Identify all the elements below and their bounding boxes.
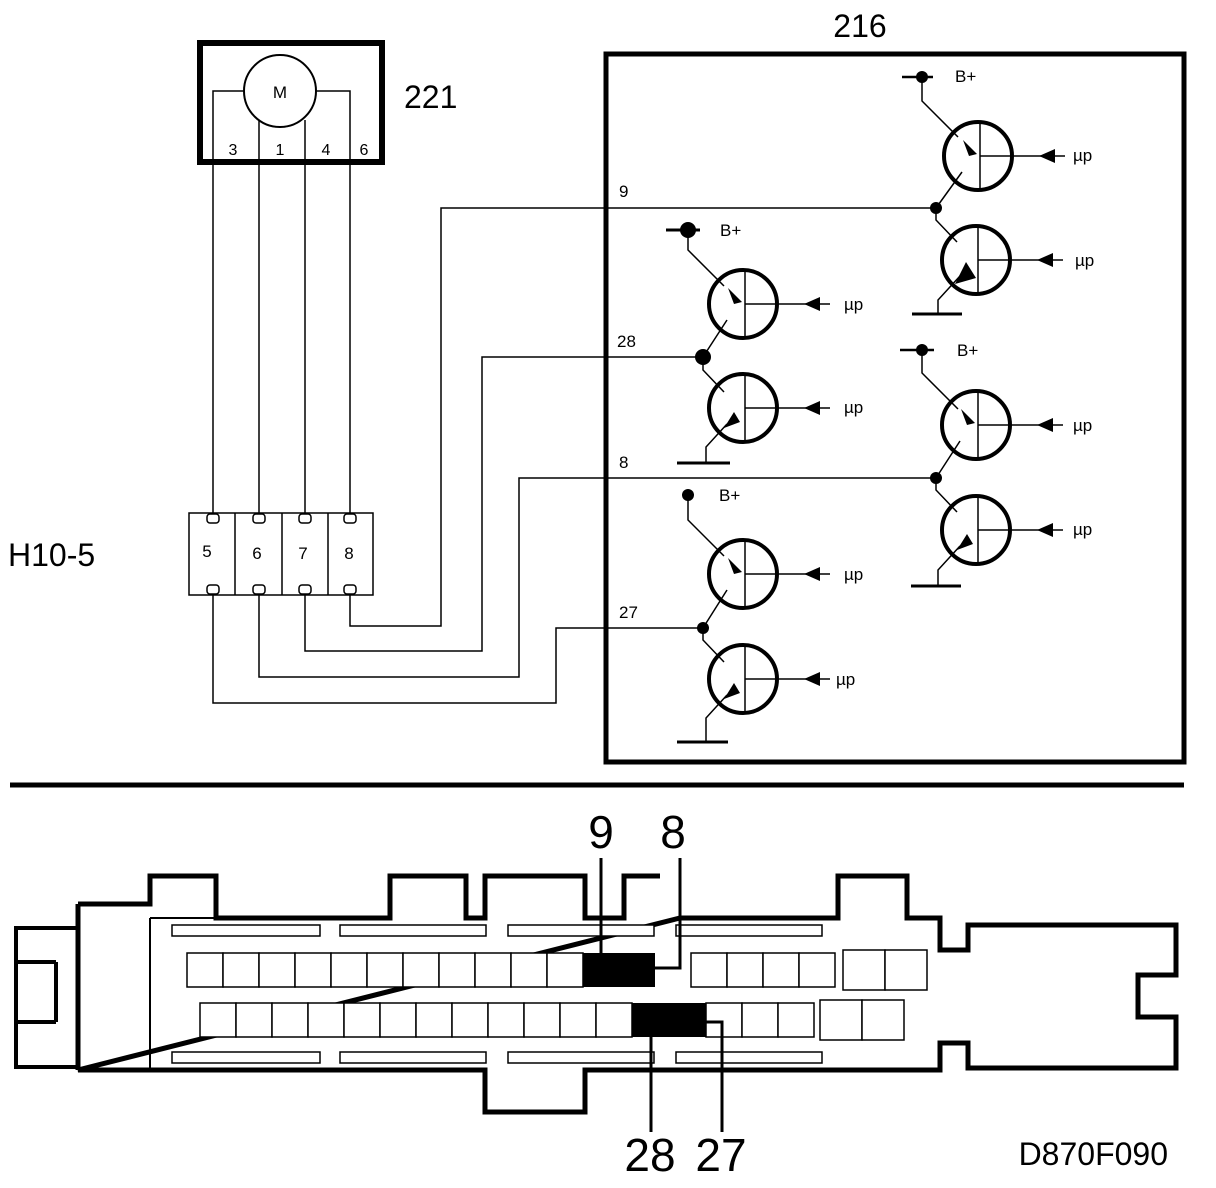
motor-symbol: M (273, 83, 287, 102)
half-bridge-28: B+ µp µp (666, 221, 863, 465)
wire-label: 8 (619, 453, 628, 472)
connector-pin-label: 5 (202, 542, 211, 561)
input-label: µp (1073, 416, 1092, 435)
connector-ref: H10-5 (8, 537, 95, 573)
ecu-connector: 9 8 28 27 (14, 806, 1179, 1181)
supply-label: B+ (719, 486, 740, 505)
half-bridge-9: B+ µp µp (902, 67, 1094, 316)
half-bridge-27: B+ µp µp (677, 486, 863, 744)
pin-callout-27: 27 (695, 1129, 746, 1181)
input-label: µp (1073, 520, 1092, 539)
input-label: µp (844, 295, 863, 314)
pin-callout-28: 28 (624, 1129, 675, 1181)
control-module-ref: 216 (833, 8, 886, 44)
pin-8-highlight (619, 953, 655, 987)
connector-to-module-wires (212, 207, 936, 704)
half-bridge-8: B+ µp µp (900, 341, 1092, 588)
motor-pin-label: 1 (276, 142, 285, 159)
pin-28-highlight (632, 1003, 669, 1037)
figure-code: D870F090 (1019, 1136, 1168, 1172)
supply-label: B+ (720, 221, 741, 240)
connector-h10-5: 5 6 7 8 H10-5 (8, 512, 374, 596)
supply-label: B+ (957, 341, 978, 360)
motor-unit-ref: 221 (404, 79, 457, 115)
motor-pin-label: 3 (229, 142, 238, 159)
wire-label: 28 (617, 332, 636, 351)
pin-9-highlight (583, 953, 619, 987)
supply-label: B+ (955, 67, 976, 86)
pin-callout-9: 9 (588, 806, 614, 858)
pin-27-highlight (669, 1003, 706, 1037)
input-label: µp (1075, 251, 1094, 270)
motor-to-connector-wires (212, 162, 351, 515)
connector-pin-label: 6 (252, 544, 261, 563)
motor-pin-label: 4 (322, 142, 331, 159)
wire-label: 9 (619, 182, 628, 201)
pin-callout-8: 8 (660, 806, 686, 858)
motor-unit: M 3 1 4 6 221 (197, 40, 457, 165)
input-label: µp (844, 398, 863, 417)
input-label: µp (844, 565, 863, 584)
input-label: µp (836, 670, 855, 689)
connector-pin-label: 7 (298, 544, 307, 563)
connector-pin-label: 8 (344, 544, 353, 563)
input-label: µp (1073, 146, 1092, 165)
motor-pin-label: 6 (360, 142, 369, 159)
control-module: 216 9 28 8 27 (603, 8, 1187, 765)
wire-label: 27 (619, 603, 638, 622)
